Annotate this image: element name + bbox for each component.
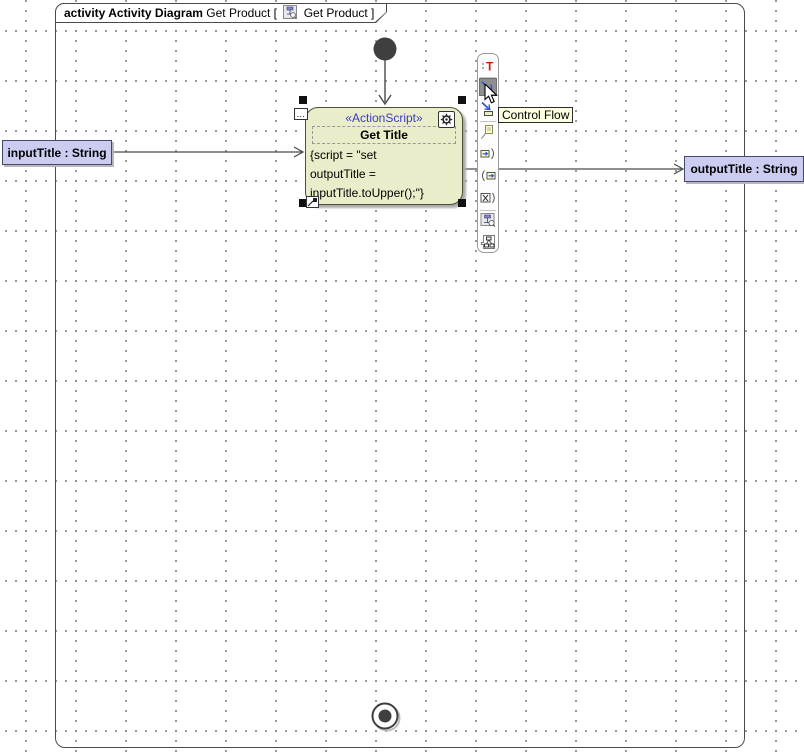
action-script-line: {script = "set <box>310 148 377 162</box>
selection-handle-bottom-left[interactable] <box>299 199 307 207</box>
toolbar-separator <box>480 210 496 211</box>
smart-manipulator-toolbar: T <box>477 53 499 253</box>
mouse-cursor-icon <box>484 84 499 105</box>
activity-parameter-node-output[interactable]: outputTitle : String <box>684 156 804 182</box>
diagram-frame <box>55 3 745 748</box>
gear-icon <box>440 113 453 126</box>
send-signal-action-icon[interactable] <box>480 146 496 162</box>
tooltip-control-flow: Control Flow <box>498 107 574 123</box>
svg-text:T: T <box>486 60 494 74</box>
edit-compartments-button[interactable]: … <box>294 108 308 120</box>
parameter-label: inputTitle : String <box>7 145 107 160</box>
object-flow-icon[interactable] <box>480 101 496 117</box>
open-specification-button[interactable] <box>306 196 319 208</box>
action-script-line: inputTitle.toUpper();"} <box>310 186 424 200</box>
frame-ref-label: Get Product ] <box>303 6 375 20</box>
action-name[interactable]: Get Title <box>312 126 456 144</box>
selection-handle-bottom-right[interactable] <box>458 199 466 207</box>
action-node[interactable]: «ActionScript» Get Title {script = "set … <box>305 107 463 205</box>
nested-diagram-icon[interactable] <box>480 212 496 228</box>
frame-kind-label: activity Activity Diagram <box>64 6 203 20</box>
name-text-icon[interactable]: T <box>480 58 496 74</box>
selection-handle-top-right[interactable] <box>458 96 466 104</box>
frame-title-label: Get Product [ <box>206 6 277 20</box>
diagram-frame-header: activity Activity Diagram Get Product [ … <box>56 4 386 22</box>
accept-event-action-icon[interactable] <box>480 168 496 184</box>
action-script-line: outputTitle = <box>310 167 376 181</box>
toolbar-separator <box>480 77 496 78</box>
accept-time-event-icon[interactable] <box>480 190 496 206</box>
structured-node-icon[interactable] <box>480 234 496 250</box>
toolbar-separator <box>480 121 496 122</box>
parameter-label: outputTitle : String <box>690 162 798 176</box>
action-stereotype: «ActionScript» <box>345 111 423 125</box>
expand-arrow-icon <box>307 198 317 207</box>
comment-icon[interactable] <box>480 124 496 140</box>
activity-diagram-icon <box>283 5 297 19</box>
selection-handle-top-left[interactable] <box>299 96 307 104</box>
activity-parameter-node-input[interactable]: inputTitle : String <box>2 140 112 165</box>
behavior-gear-button[interactable] <box>438 111 455 128</box>
